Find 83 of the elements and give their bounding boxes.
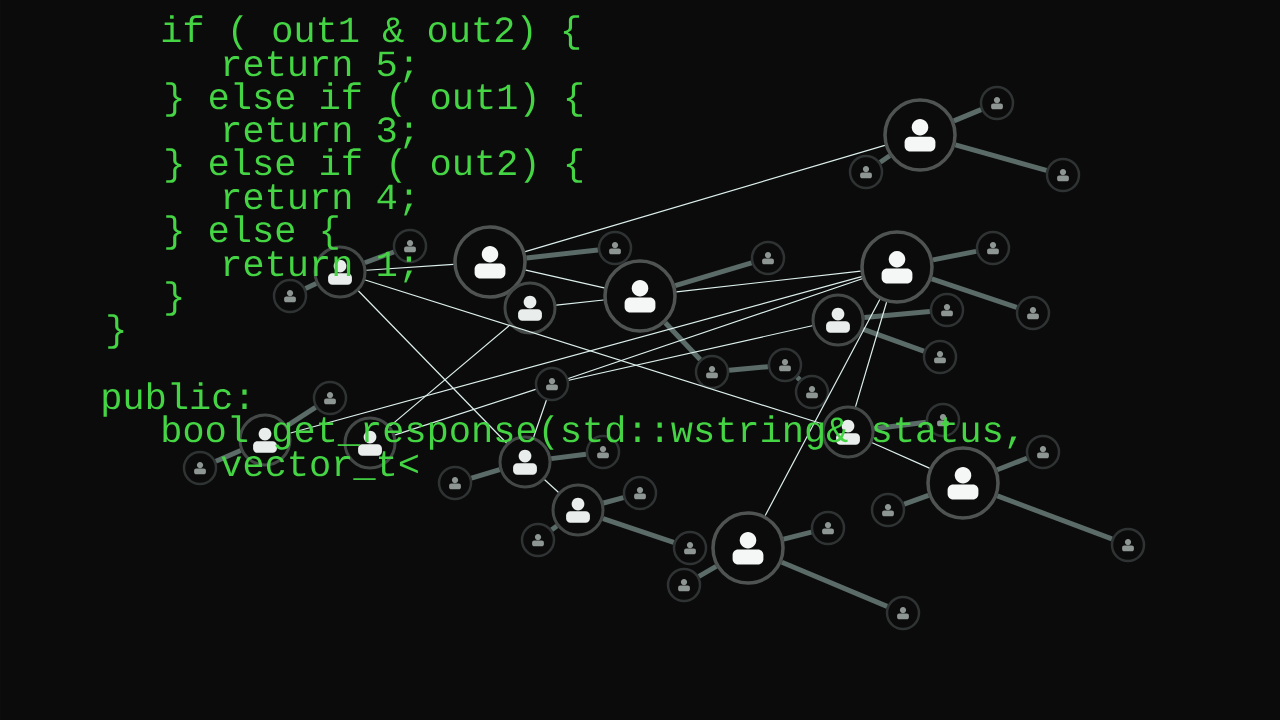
- person-icon: [922, 339, 958, 375]
- code-line: }: [108, 314, 124, 349]
- code-line: vector_t<: [221, 451, 418, 480]
- connection-line: [389, 324, 511, 427]
- connection-line: [674, 260, 753, 288]
- person-icon: [1045, 157, 1081, 193]
- connection-line: [567, 278, 863, 380]
- connection-line: [764, 298, 881, 517]
- connection-line: [602, 495, 625, 506]
- connection-line: [728, 364, 769, 373]
- code-line: } else if ( out1) {: [166, 82, 582, 117]
- code-line: }: [166, 281, 182, 316]
- code-line: return 3;: [224, 117, 412, 149]
- code-line: } else if ( out2) {: [166, 148, 582, 183]
- person-icon: [597, 230, 633, 266]
- connection-line: [874, 419, 927, 432]
- connection-line: [864, 309, 931, 321]
- person-icon: [672, 530, 708, 566]
- connection-line: [795, 375, 802, 382]
- connection-line: [954, 142, 1048, 173]
- person-icon: [503, 281, 557, 335]
- connection-line: [932, 248, 977, 263]
- connection-line: [555, 299, 605, 306]
- connection-line: [996, 493, 1113, 542]
- connection-line: [783, 529, 812, 542]
- code-line: public:: [103, 382, 247, 417]
- code-line: return 5;: [224, 51, 412, 83]
- connection-line: [304, 281, 318, 291]
- person-icon: [885, 595, 921, 631]
- connection-line: [878, 153, 892, 165]
- person-icon: [767, 347, 803, 383]
- person-icon: [534, 366, 570, 402]
- person-icon: [182, 450, 218, 486]
- person-icon: [1015, 295, 1051, 331]
- connection-line: [854, 301, 888, 408]
- person-icon: [929, 292, 965, 328]
- person-icon: [870, 492, 906, 528]
- person-icon: [453, 225, 527, 299]
- person-icon: [860, 230, 934, 304]
- connection-line: [568, 325, 813, 381]
- connection-line: [524, 144, 886, 253]
- connection-line: [357, 290, 508, 444]
- person-icon: [1025, 434, 1061, 470]
- connection-line: [550, 523, 559, 532]
- connection-line: [470, 467, 501, 481]
- person-icon: [848, 154, 884, 190]
- connection-line: [663, 320, 702, 362]
- person-icon: [694, 354, 730, 390]
- person-icon: [666, 567, 702, 603]
- person-icon: [810, 510, 846, 546]
- connection-line: [903, 493, 930, 507]
- connection-line: [931, 276, 1018, 310]
- connection-line: [675, 270, 862, 293]
- person-icon: [312, 380, 348, 416]
- connection-line: [550, 451, 587, 462]
- connection-line: [214, 448, 242, 464]
- person-icon: [603, 259, 677, 333]
- person-icon: [437, 465, 473, 501]
- connection-line: [780, 559, 889, 609]
- connection-line: [602, 516, 675, 545]
- person-icon: [975, 230, 1011, 266]
- person-icon: [1110, 527, 1146, 563]
- person-icon: [272, 278, 308, 314]
- connection-line: [525, 269, 605, 289]
- person-icon: [794, 374, 830, 410]
- person-icon: [750, 240, 786, 276]
- connection-line: [871, 442, 930, 469]
- person-icon: [979, 85, 1015, 121]
- connection-line: [862, 326, 925, 354]
- person-icon: [711, 511, 785, 585]
- code-line: return 4;: [224, 184, 412, 216]
- person-icon: [520, 522, 556, 558]
- person-icon: [811, 293, 865, 347]
- connection-line: [952, 107, 983, 124]
- person-icon: [622, 475, 658, 511]
- connection-line: [544, 479, 559, 493]
- code-line: } else {: [166, 215, 338, 250]
- connection-line: [526, 247, 599, 261]
- connection-line: [697, 564, 718, 579]
- person-icon: [551, 483, 605, 537]
- person-icon: [883, 98, 957, 172]
- connection-line: [996, 455, 1028, 473]
- code-line: if ( out1 & out2) {: [162, 15, 579, 50]
